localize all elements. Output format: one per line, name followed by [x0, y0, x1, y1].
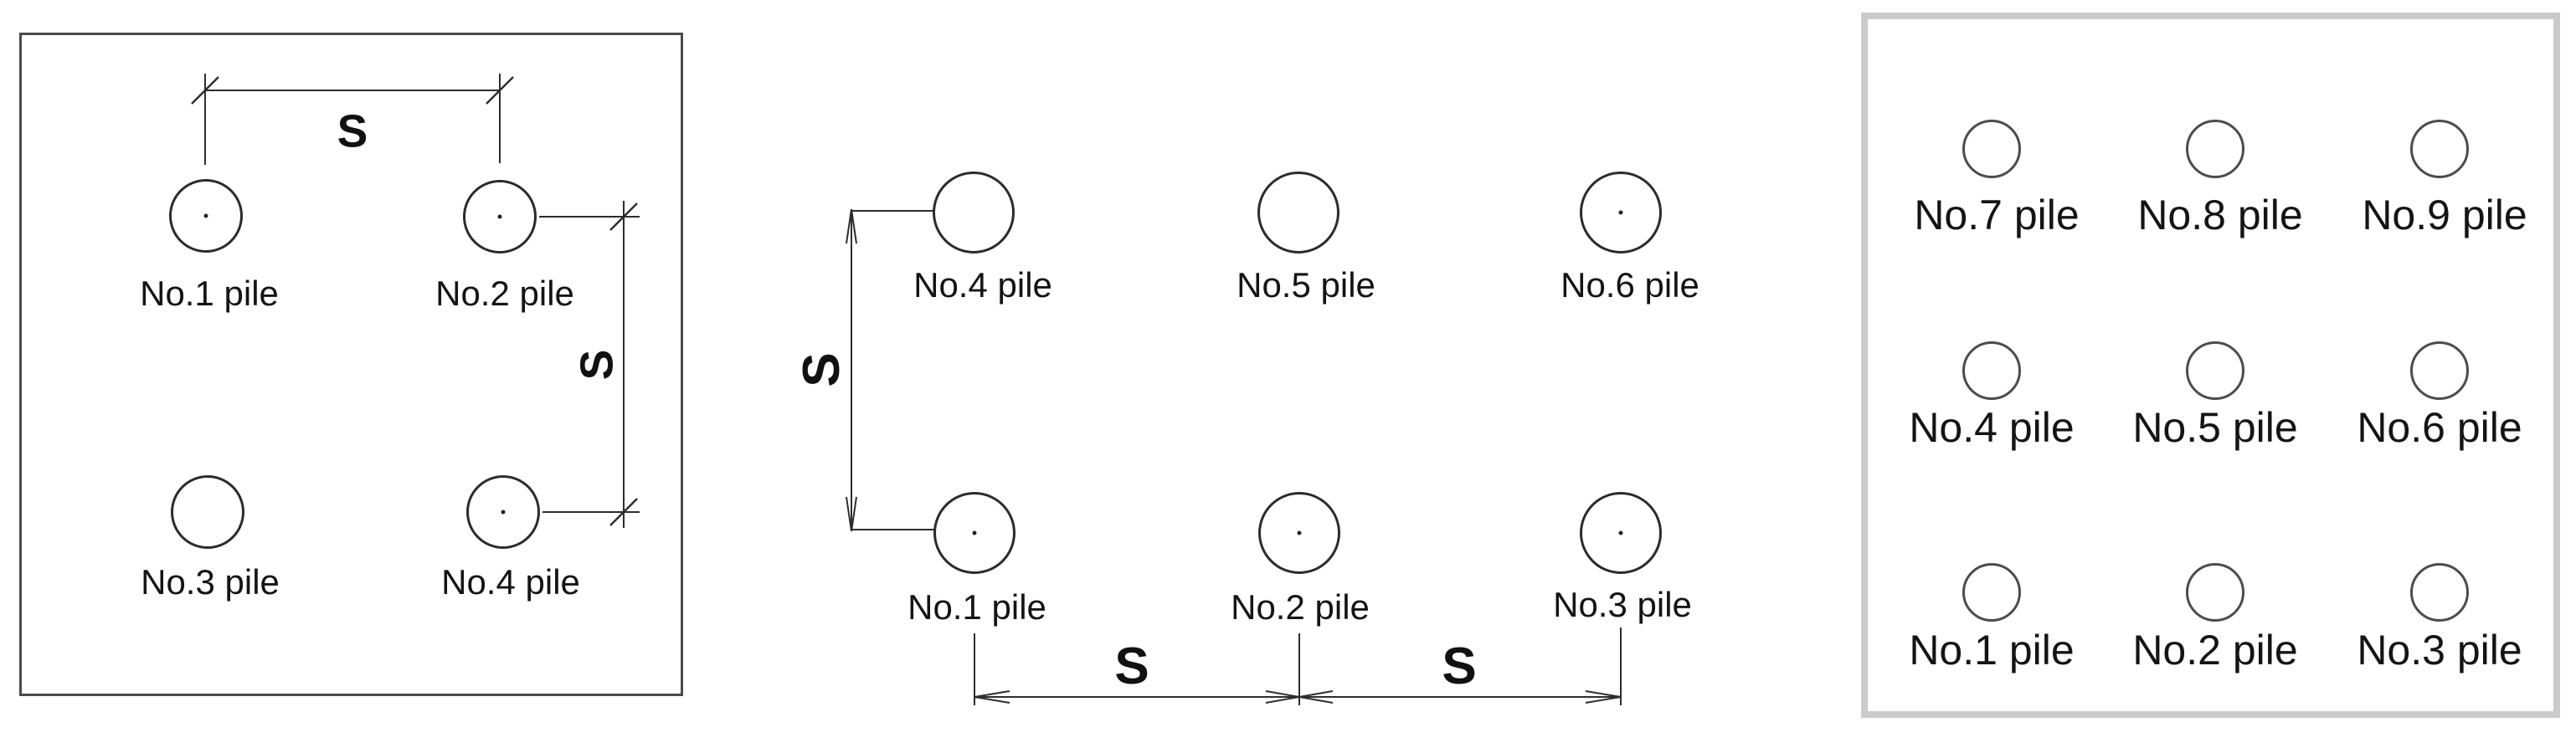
- arrowhead-right: [1585, 690, 1622, 698]
- pile-center-dot: [1618, 530, 1623, 535]
- nine-pile-panel-outline: [1861, 13, 2560, 718]
- pile-label: No.1 pile: [140, 274, 279, 313]
- pile-label: No.7 pile: [1914, 192, 2080, 238]
- pile-circle: [2410, 341, 2469, 400]
- pile-label: No.8 pile: [2137, 192, 2303, 238]
- pile-center-dot: [1618, 210, 1623, 215]
- pile-center-dot: [501, 510, 506, 515]
- arrowhead-down: [846, 496, 852, 532]
- pile-label: No.9 pile: [2362, 192, 2527, 238]
- dimension-label-s: S: [1114, 638, 1149, 695]
- pile-circle: [2186, 120, 2244, 178]
- pile-label: No.1 pile: [1909, 627, 2075, 674]
- pile-label: No.4 pile: [913, 265, 1052, 305]
- pile-label: No.3 pile: [1553, 585, 1692, 624]
- pile-circle: [1962, 120, 2021, 178]
- pile-circle: [2186, 563, 2244, 622]
- arrowhead-up: [851, 208, 857, 244]
- arrowhead-left: [974, 696, 1010, 704]
- pile-label: No.4 pile: [1909, 404, 2075, 451]
- pile-label: No.6 pile: [1561, 265, 1699, 305]
- dimension-label-s: S: [1442, 638, 1477, 695]
- arrowhead-down: [851, 496, 857, 532]
- pile-circle: [1962, 341, 2021, 400]
- arrowhead-right: [1585, 696, 1622, 704]
- arrowhead-up: [846, 208, 852, 244]
- pile-center-dot: [1297, 530, 1302, 535]
- pile-label: No.2 pile: [2132, 627, 2298, 674]
- dimension-label-s: S: [793, 352, 851, 387]
- pile-label: No.3 pile: [2357, 627, 2522, 674]
- dimension-label-s: S: [337, 105, 368, 157]
- four-pile-panel-outline: [19, 33, 683, 696]
- pile-label: No.5 pile: [1237, 265, 1375, 305]
- pile-label: No.1 pile: [908, 587, 1046, 627]
- pile-label: No.5 pile: [2132, 404, 2298, 451]
- arrowhead-cross: [1265, 690, 1334, 704]
- pile-circle: [1257, 172, 1339, 254]
- pile-circle: [171, 475, 244, 549]
- pile-circle: [2410, 563, 2469, 622]
- pile-label: No.6 pile: [2357, 404, 2522, 451]
- pile-center-dot: [203, 213, 208, 218]
- dimension-label-s: S: [570, 349, 623, 381]
- pile-circle: [2410, 120, 2469, 178]
- pile-center-dot: [972, 530, 977, 535]
- pile-label: No.2 pile: [435, 274, 574, 313]
- arrowhead-cross: [1265, 690, 1334, 704]
- pile-label: No.3 pile: [141, 562, 280, 602]
- pile-label: No.4 pile: [441, 562, 580, 602]
- pile-circle: [2186, 341, 2244, 400]
- pile-label: No.2 pile: [1231, 587, 1370, 627]
- arrowhead-left: [974, 690, 1010, 698]
- pile-center-dot: [497, 214, 502, 219]
- pile-circle: [933, 172, 1015, 254]
- pile-circle: [1962, 563, 2021, 622]
